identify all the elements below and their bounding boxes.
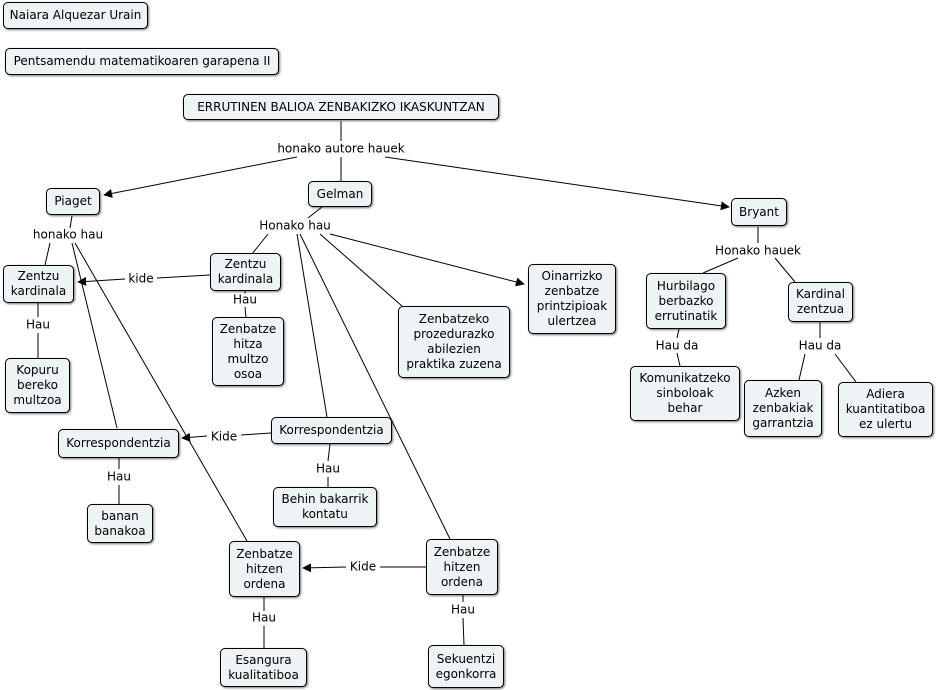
author-piaget[interactable]: Piaget (46, 188, 100, 215)
author-gelman[interactable]: Gelman (308, 181, 372, 207)
piaget-zenbatze-hitzen-ordena[interactable]: Zenbatze hitzen ordena (229, 541, 300, 597)
gelman-oinarrizko-printzipioak[interactable]: Oinarrizko zenbatze printzipioak ulertze… (528, 264, 616, 334)
link-label-hau-gelman-ordena: Hau (449, 602, 477, 617)
piaget-zentzu-kardinala[interactable]: Zentzu kardinala (3, 265, 74, 303)
bryant-hurbilago-berbazko-errutinatik[interactable]: Hurbilago berbazko errutinatik (646, 273, 726, 329)
link-label-honako-hau-gelman: Honako hau (257, 218, 333, 233)
link-label-hau-piaget-ordena: Hau (250, 610, 278, 625)
root-concept[interactable]: ERRUTINEN BALIOA ZENBAKIZKO IKASKUNTZAN (183, 94, 499, 120)
bryant-adiera-kuantitatiboa-ez-ulertu[interactable]: Adiera kuantitatiboa ez ulertu (838, 382, 933, 437)
link-label-honako-autore-hauek: honako autore hauek (275, 141, 407, 156)
gelman-zenbatze-hitzen-ordena[interactable]: Zenbatze hitzen ordena (426, 539, 498, 595)
piaget-korrespondentzia[interactable]: Korrespondentzia (58, 429, 179, 458)
link-label-kide-ordena: Kide (347, 559, 379, 574)
gelman-korrespondentzia[interactable]: Korrespondentzia (271, 417, 392, 444)
bryant-azken-zenbakiak-garrantzia[interactable]: Azken zenbakiak garrantzia (744, 380, 822, 437)
link-label-kide-zentzu: kide (126, 271, 156, 286)
piaget-esangura-kualitatiboa[interactable]: Esangura kualitatiboa (220, 648, 307, 687)
link-label-kide-korrespondentzia: Kide (208, 429, 240, 444)
link-label-hau-gelman-zentzu: Hau (231, 292, 259, 307)
link-label-honako-hauek-bryant: Honako hauek (713, 243, 803, 258)
link-label-hau-da-kardinal: Hau da (796, 338, 844, 353)
author-name-box[interactable]: Naiara Alquezar Urain (3, 2, 148, 29)
link-label-hau-gelman-korrespondentzia: Hau (314, 461, 342, 476)
gelman-zenbatze-hitza-multzo-osoa[interactable]: Zenbatze hitza multzo osoa (212, 317, 284, 386)
bryant-komunikatzeko-sinboloak-behar[interactable]: Komunikatzeko sinboloak behar (630, 366, 740, 421)
link-label-hau-piaget-korrespondentzia: Hau (105, 469, 133, 484)
piaget-kopuru-bereko-multzoa[interactable]: Kopuru bereko multzoa (5, 358, 70, 413)
gelman-zentzu-kardinala[interactable]: Zentzu kardinala (210, 253, 281, 291)
course-title-box[interactable]: Pentsamendu matematikoaren garapena II (5, 48, 279, 75)
link-label-honako-hau-piaget: honako hau (30, 227, 106, 242)
link-label-hau-da-hurbilago: Hau da (653, 338, 701, 353)
piaget-banan-banakoa[interactable]: banan banakoa (87, 504, 153, 543)
author-bryant[interactable]: Bryant (731, 198, 787, 226)
bryant-kardinal-zentzua[interactable]: Kardinal zentzua (788, 282, 853, 322)
gelman-behin-bakarrik-kontatu[interactable]: Behin bakarrik kontatu (273, 487, 377, 527)
gelman-sekuentzi-egonkorra[interactable]: Sekuentzi egonkorra (428, 645, 504, 688)
link-label-hau-piaget-zentzu: Hau (24, 317, 52, 332)
gelman-prozedurazko-abilezien-praktika[interactable]: Zenbatzeko prozedurazko abilezien prakti… (398, 306, 510, 378)
